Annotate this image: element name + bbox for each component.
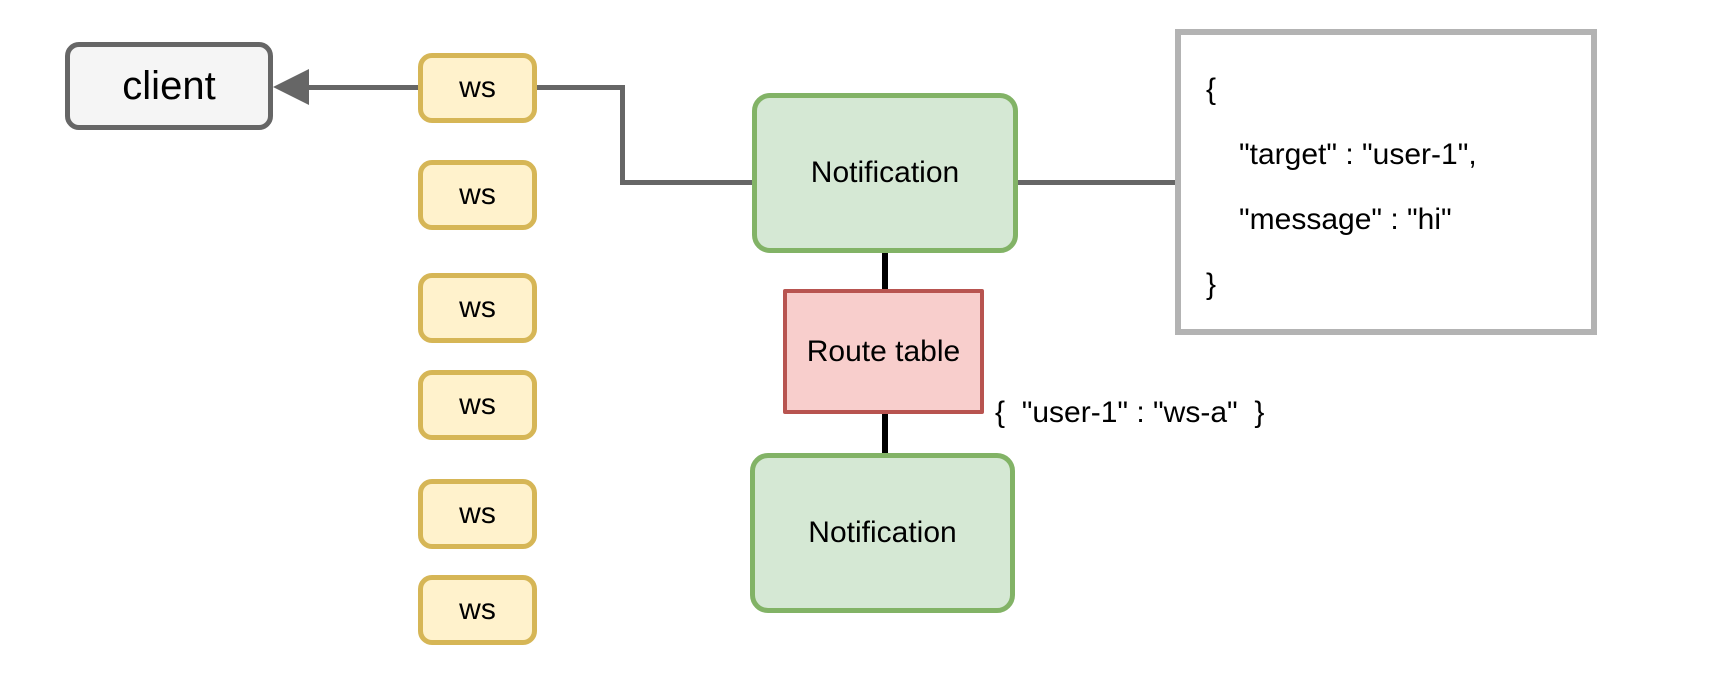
route-table-annotation: { "user-1" : "ws-a" } <box>995 396 1265 429</box>
ws-label: ws <box>459 497 496 530</box>
payload-code: { "target" : "user-1", "message" : "hi" … <box>1181 35 1591 317</box>
route-table-node: Route table <box>783 289 984 414</box>
notification-top-node: Notification <box>752 93 1018 253</box>
connector-route-table-to-notification <box>882 411 888 456</box>
payload-box: { "target" : "user-1", "message" : "hi" … <box>1175 29 1597 335</box>
notification-label: Notification <box>808 516 957 549</box>
connector-notification-to-payload <box>1018 180 1175 185</box>
route-table-label: Route table <box>806 334 961 368</box>
connector-elbow-to-notification <box>620 180 752 185</box>
ws-label: ws <box>459 388 496 421</box>
notification-label: Notification <box>810 156 960 189</box>
client-label: client <box>122 63 216 108</box>
arrowhead-left-icon <box>273 69 309 105</box>
client-node: client <box>65 42 273 130</box>
payload-line: { <box>1206 73 1217 106</box>
ws-node-6: ws <box>418 575 537 645</box>
ws-label: ws <box>459 178 496 211</box>
ws-node-4: ws <box>418 370 537 440</box>
notification-bottom-node: Notification <box>750 453 1015 613</box>
ws-label: ws <box>459 291 496 324</box>
ws-node-5: ws <box>418 479 537 549</box>
ws-label: ws <box>459 593 496 626</box>
ws-label: ws <box>459 71 496 104</box>
ws-node-3: ws <box>418 273 537 343</box>
payload-line: "target" : "user-1", <box>1239 138 1477 171</box>
connector-ws-elbow-top <box>537 85 625 90</box>
payload-line: } <box>1206 268 1217 301</box>
connector-ws-elbow-vertical <box>620 85 625 185</box>
connector-ws-to-client-line <box>305 85 420 90</box>
connector-notification-to-route-table <box>882 250 888 292</box>
payload-line: "message" : "hi" <box>1239 203 1452 236</box>
ws-node-1: ws <box>418 53 537 123</box>
ws-node-2: ws <box>418 160 537 230</box>
